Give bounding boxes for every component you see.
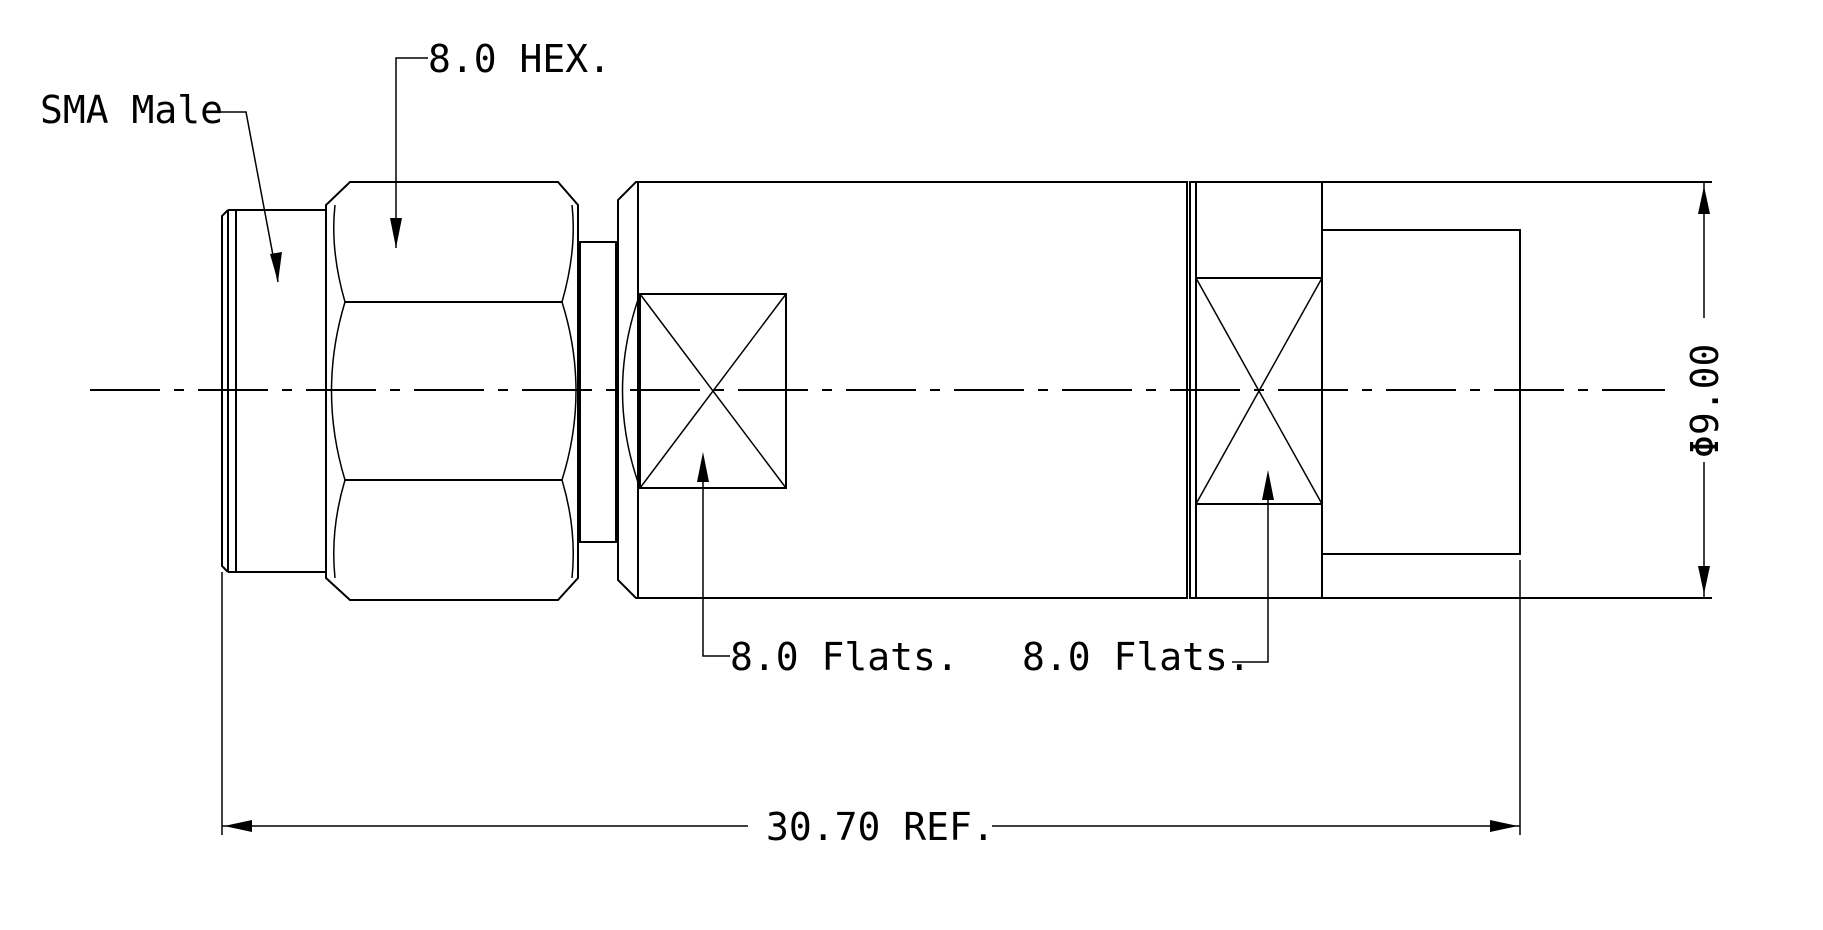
flats-right-leader: 8.0 Flats.: [1022, 470, 1274, 679]
hex-nut: [325, 181, 579, 601]
hex-label: 8.0 HEX.: [428, 37, 611, 81]
hex-leader: 8.0 HEX.: [390, 37, 611, 248]
main-body: [617, 181, 1188, 599]
flats-right-label: 8.0 Flats.: [1022, 635, 1251, 679]
diameter-dimension: Φ9.00: [1683, 182, 1727, 598]
neck: [579, 241, 617, 543]
length-label: 30.70 REF.: [766, 805, 995, 849]
sma-male-collar: [221, 209, 326, 573]
flats-left-leader: 8.0 Flats.: [697, 452, 959, 679]
sma-male-leader: SMA Male: [40, 88, 282, 283]
length-dimension: 30.70 REF.: [221, 560, 1521, 849]
sma-male-label: SMA Male: [40, 88, 223, 132]
rear-tail: [1321, 181, 1712, 599]
diameter-label: Φ9.00: [1683, 344, 1727, 458]
flats-left-label: 8.0 Flats.: [730, 635, 959, 679]
